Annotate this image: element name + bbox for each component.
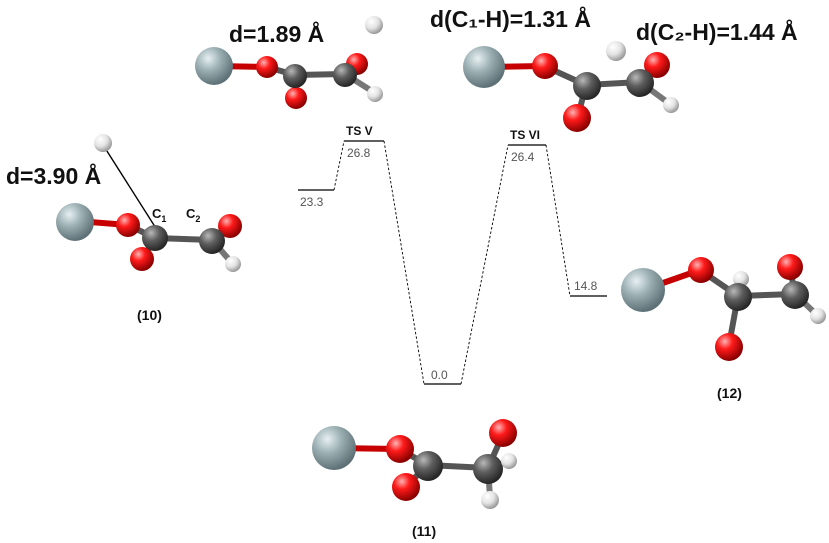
energy-value-ts-vi: 26.4 bbox=[511, 150, 535, 164]
hydrogen-atom bbox=[606, 41, 626, 61]
connector bbox=[333, 140, 345, 191]
connector bbox=[383, 140, 425, 385]
structure-ts-v bbox=[195, 16, 383, 109]
hydrogen-atom bbox=[501, 453, 517, 469]
structure-ts-vi bbox=[463, 41, 679, 132]
energy-value-11: 0.0 bbox=[431, 368, 448, 382]
oxygen-atom bbox=[116, 213, 140, 237]
structure-12 bbox=[621, 254, 826, 361]
oxygen-atom bbox=[644, 52, 670, 78]
carbon-atom bbox=[473, 454, 503, 484]
metal-atom bbox=[463, 46, 505, 88]
carbon-atom bbox=[199, 228, 225, 254]
atom-label-c1: C1 bbox=[152, 206, 166, 224]
carbon-atom bbox=[573, 72, 601, 100]
hydrogen-atom bbox=[810, 308, 826, 324]
energy-value-12: 14.8 bbox=[574, 279, 598, 293]
oxygen-atom bbox=[688, 257, 714, 283]
energy-value-10: 23.3 bbox=[300, 195, 324, 209]
oxygen-atom bbox=[777, 254, 803, 280]
oxygen-atom bbox=[130, 247, 154, 271]
oxygen-atom bbox=[392, 473, 420, 501]
structure-11 bbox=[312, 419, 517, 509]
hydrogen-atom bbox=[94, 134, 112, 152]
distance-label-ts-vi-c2h: d(C₂-H)=1.44 Å bbox=[636, 18, 798, 45]
ts-label-vi: TS VI bbox=[510, 128, 540, 142]
energy-profile bbox=[298, 140, 607, 385]
carbon-atom bbox=[413, 451, 443, 481]
connector bbox=[545, 144, 571, 297]
distance-label-ts-v: d=1.89 Å bbox=[229, 20, 324, 47]
metal-atom bbox=[621, 268, 665, 312]
oxygen-atom bbox=[256, 56, 278, 78]
hydrogen-atom bbox=[663, 97, 679, 113]
carbon-atom bbox=[333, 63, 357, 87]
hydrogen-atom bbox=[367, 86, 383, 102]
carbon-atom bbox=[142, 225, 168, 251]
connector bbox=[460, 144, 509, 385]
hydrogen-atom bbox=[733, 271, 749, 287]
carbon-atom bbox=[781, 281, 809, 309]
distance-label-ts-vi-c1h: d(C₁-H)=1.31 Å bbox=[430, 5, 591, 32]
carbon-atom bbox=[724, 283, 752, 311]
carbon-atom bbox=[626, 69, 654, 97]
hydrogen-atom bbox=[481, 491, 499, 509]
caption-11: (11) bbox=[412, 523, 436, 539]
hydrogen-atom bbox=[365, 16, 383, 34]
caption-10: (10) bbox=[137, 307, 162, 323]
energy-value-ts-v: 26.8 bbox=[347, 146, 371, 160]
structure-10 bbox=[56, 134, 242, 272]
atom-label-c2: C2 bbox=[186, 206, 200, 224]
oxygen-atom bbox=[715, 333, 743, 361]
oxygen-atom bbox=[489, 419, 517, 447]
distance-line bbox=[104, 147, 160, 234]
oxygen-atom bbox=[386, 435, 414, 463]
oxygen-atom bbox=[532, 53, 558, 79]
oxygen-atom bbox=[285, 87, 307, 109]
distance-label-10: d=3.90 Å bbox=[6, 162, 101, 189]
oxygen-atom bbox=[563, 104, 591, 132]
ts-label-v: TS V bbox=[346, 124, 373, 138]
metal-atom bbox=[312, 426, 356, 470]
metal-atom bbox=[56, 203, 94, 241]
oxygen-atom bbox=[218, 214, 242, 238]
carbon-atom bbox=[283, 64, 307, 88]
metal-atom bbox=[195, 47, 233, 85]
caption-12: (12) bbox=[717, 385, 742, 401]
hydrogen-atom bbox=[225, 256, 241, 272]
